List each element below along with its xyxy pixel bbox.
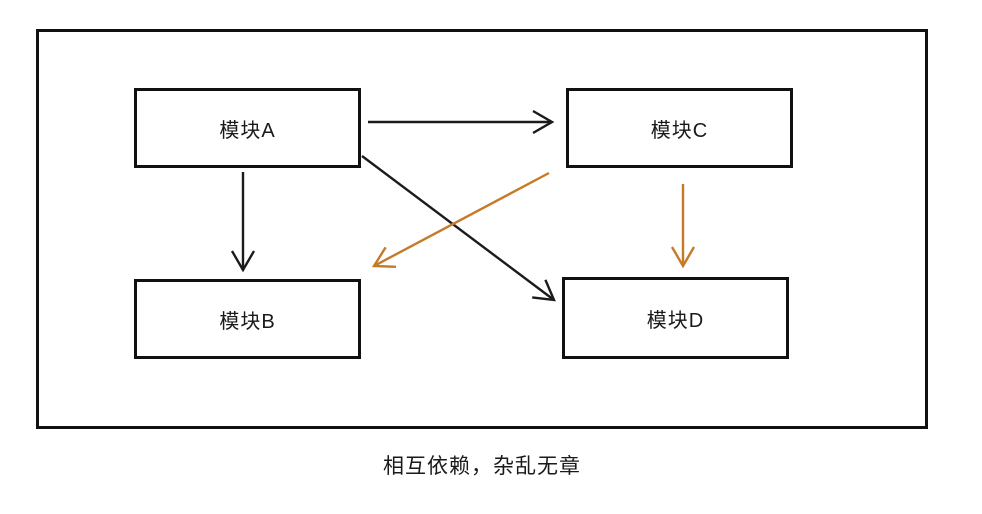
- node-module-a: 模块A: [134, 88, 361, 168]
- node-module-a-label: 模块A: [219, 119, 276, 142]
- node-module-b: 模块B: [134, 279, 361, 359]
- node-module-d: 模块D: [562, 277, 789, 359]
- node-module-d-label: 模块D: [646, 309, 705, 332]
- node-module-c: 模块C: [566, 88, 793, 168]
- node-module-b-label: 模块B: [219, 310, 276, 333]
- node-module-c-label: 模块C: [650, 119, 709, 142]
- caption: 相互依赖，杂乱无章: [383, 455, 581, 478]
